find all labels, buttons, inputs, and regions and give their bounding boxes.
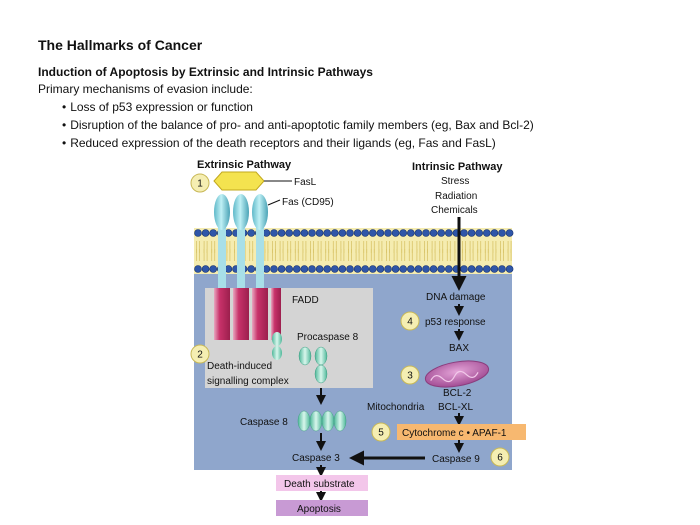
step-number: 4: [407, 317, 413, 328]
dna-damage-label: DNA damage: [426, 292, 486, 303]
fadd-label: FADD: [292, 295, 319, 306]
apoptosis-box: [276, 500, 368, 516]
list-item: Reduced expression of the death receptor…: [62, 134, 534, 152]
cytochrome-label: Cytochrome c • APAF-1: [402, 428, 507, 439]
step-number: 1: [197, 179, 203, 190]
step-number: 6: [497, 453, 503, 464]
fasl-ligand: [213, 171, 265, 191]
bax-label: BAX: [449, 343, 469, 354]
stressor-label: Radiation: [435, 191, 477, 202]
death-substrate-box: [276, 475, 368, 491]
mechanism-list: Loss of p53 expression or function Disru…: [62, 98, 534, 152]
mitochondrion: [424, 360, 490, 388]
caspase8-label: Caspase 8: [240, 417, 288, 428]
procaspase-pair-small: [272, 332, 282, 360]
extrinsic-pathway-title: Extrinsic Pathway: [197, 159, 292, 171]
bclxl-label: BCL-XL: [438, 402, 473, 413]
step-circle: [490, 447, 510, 467]
p53-label: p53 response: [425, 317, 486, 328]
fas-leader: [267, 199, 281, 206]
fadd-complex: [214, 288, 281, 340]
step-number: 3: [407, 371, 413, 382]
death-substrate-label: Death substrate: [284, 479, 355, 490]
step-circle: [400, 365, 420, 385]
intrinsic-pathway-title: Intrinsic Pathway: [412, 161, 503, 173]
step-circle: [371, 422, 391, 442]
mitochondria-label: Mitochondria: [367, 402, 425, 413]
disc-label: signalling complex: [207, 376, 289, 387]
step-circle: [400, 311, 420, 331]
list-item: Loss of p53 expression or function: [62, 98, 534, 116]
list-item: Disruption of the balance of pro- and an…: [62, 116, 534, 134]
apoptosis-label: Apoptosis: [297, 504, 341, 515]
bcl2-label: BCL-2: [443, 388, 472, 399]
step-circle: [190, 344, 210, 364]
step-circle: [190, 173, 210, 193]
caspase8: [297, 410, 347, 432]
step-number: 5: [378, 428, 384, 439]
procaspase8: [298, 346, 328, 384]
intro-text: Primary mechanisms of evasion include:: [38, 82, 253, 96]
step-markers: 1 2 3 4 5 6: [190, 173, 510, 467]
fasl-label: FasL: [294, 177, 317, 188]
step-number: 2: [197, 350, 203, 361]
disc-label: Death-induced: [207, 361, 272, 372]
cytochrome-box: [397, 424, 526, 440]
caspase3-label: Caspase 3: [292, 453, 340, 464]
fas-receptors: [214, 194, 268, 300]
caspase9-label: Caspase 9: [432, 454, 480, 465]
section-subtitle: Induction of Apoptosis by Extrinsic and …: [38, 65, 373, 79]
stressor-label: Stress: [441, 176, 469, 187]
stressor-label: Chemicals: [431, 205, 478, 216]
page-title: The Hallmarks of Cancer: [38, 37, 203, 53]
procaspase8-label: Procaspase 8: [297, 332, 359, 343]
fas-label: Fas (CD95): [282, 197, 334, 208]
cell-membrane: [194, 228, 514, 274]
